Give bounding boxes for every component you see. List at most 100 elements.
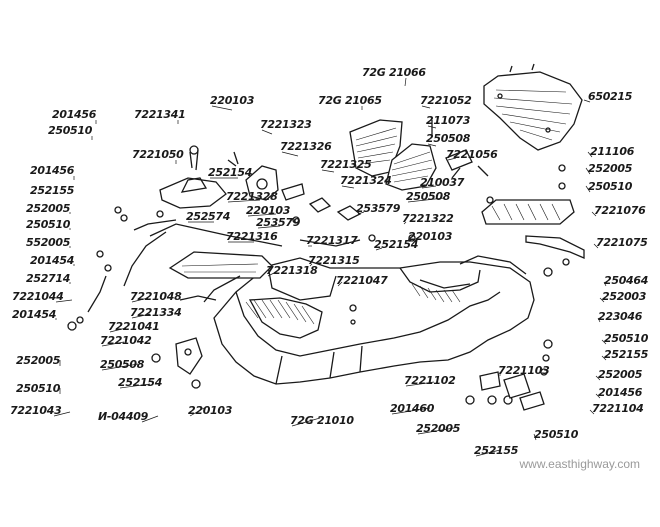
part-label-201454-b: 201454 bbox=[12, 308, 56, 321]
part-label-220103-c: 220103 bbox=[408, 230, 453, 243]
leader-7221052 bbox=[421, 105, 431, 109]
leader-726-21010 bbox=[291, 417, 321, 427]
leader-7221076 bbox=[591, 211, 597, 217]
leader-211073 bbox=[427, 125, 437, 129]
leader-220103-b bbox=[247, 213, 277, 217]
leader-7221318 bbox=[267, 271, 277, 277]
part-label-253579-b: 253579 bbox=[356, 202, 401, 215]
leader-7221075 bbox=[593, 243, 599, 249]
part-label-7221104: 7221104 bbox=[592, 402, 643, 415]
part-label-250510-a: 250510 bbox=[48, 124, 93, 137]
part-label-7221048: 7221048 bbox=[130, 290, 182, 303]
part-label-252154-c: 252154 bbox=[118, 376, 162, 389]
part-label-250508-b: 250508 bbox=[406, 190, 451, 203]
watermark: www.easthighway.com bbox=[519, 457, 641, 471]
leader-7221322 bbox=[403, 221, 407, 225]
part-label-7221047: 7221047 bbox=[336, 274, 388, 287]
leader-7221323 bbox=[261, 129, 273, 135]
part-label-7221324: 7221324 bbox=[340, 174, 391, 187]
part-label-250464: 250464 bbox=[604, 274, 648, 287]
leader-7221326 bbox=[281, 151, 299, 157]
lid-assembly bbox=[349, 119, 437, 191]
part-label-201460: 201460 bbox=[390, 402, 435, 415]
leader-7221047 bbox=[337, 281, 343, 287]
leader-И-04409 bbox=[141, 415, 159, 423]
part-label-201456-c: 201456 bbox=[598, 386, 643, 399]
part-label-250508-c: 250508 bbox=[100, 358, 145, 371]
part-label-220103-b: 220103 bbox=[246, 204, 291, 217]
part-label-252005-b: 252005 bbox=[26, 202, 71, 215]
leader-lines bbox=[53, 77, 607, 457]
leader-201460 bbox=[391, 407, 431, 415]
leader-211106 bbox=[587, 151, 593, 158]
part-label-252155-b: 252155 bbox=[604, 348, 649, 361]
part-label-7221050: 7221050 bbox=[132, 148, 184, 161]
leader-250508-c bbox=[101, 363, 139, 371]
part-label-7221326: 7221326 bbox=[280, 140, 332, 153]
part-label-7221316: 7221316 bbox=[226, 230, 278, 243]
leader-252155-c bbox=[475, 449, 501, 457]
leader-7221041 bbox=[109, 327, 127, 333]
part-label-7221322: 7221322 bbox=[402, 212, 454, 225]
leader-252005-e bbox=[417, 427, 455, 435]
leader-7221334 bbox=[131, 313, 151, 319]
leader-7221056 bbox=[447, 157, 457, 161]
part-label-7221328: 7221328 bbox=[226, 190, 278, 203]
leader-252154-b bbox=[375, 247, 383, 251]
leader-252003 bbox=[599, 297, 605, 303]
part-label-7221317: 7221317 bbox=[306, 234, 358, 247]
part-label-211106: 211106 bbox=[590, 145, 635, 158]
leader-253579-b bbox=[357, 211, 365, 215]
part-label-7221341: 7221341 bbox=[134, 108, 185, 121]
part-label-250508-a: 250508 bbox=[426, 132, 471, 145]
part-label-7221076: 7221076 bbox=[594, 204, 646, 217]
part-label-7221315: 7221315 bbox=[308, 254, 360, 267]
leader-250464 bbox=[603, 281, 607, 287]
part-label-252003: 252003 bbox=[602, 290, 647, 303]
leader-250510-b bbox=[585, 185, 591, 193]
leader-250510-f bbox=[533, 433, 537, 441]
leader-252005-a bbox=[585, 167, 591, 175]
part-label-250510-d: 250510 bbox=[604, 332, 649, 345]
leader-253579-a bbox=[257, 225, 281, 229]
console-body bbox=[213, 255, 535, 385]
leader-210037 bbox=[421, 185, 437, 189]
part-label-7221103: 7221103 bbox=[498, 364, 550, 377]
leader-650215 bbox=[583, 99, 591, 103]
leader-7221102 bbox=[405, 381, 435, 387]
leader-7221104 bbox=[589, 409, 595, 415]
part-label-7221075: 7221075 bbox=[596, 236, 648, 249]
part-label-201456-b: 201456 bbox=[30, 164, 75, 177]
part-label-250510-c: 250510 bbox=[26, 218, 71, 231]
part-label-726-21010: 72G 21010 bbox=[290, 414, 354, 427]
shift-boot-7221050 bbox=[159, 145, 227, 209]
part-label-252155-a: 252155 bbox=[30, 184, 75, 197]
leader-726-21066 bbox=[404, 77, 407, 87]
part-label-250510-e: 250510 bbox=[16, 382, 61, 395]
part-label-726-21066: 72G 21066 bbox=[362, 66, 426, 79]
part-label-7221043: 7221043 bbox=[10, 404, 62, 417]
part-label-252714: 252714 bbox=[26, 272, 70, 285]
part-label-7221052: 7221052 bbox=[420, 94, 472, 107]
part-label-И-04409: И-04409 bbox=[98, 410, 149, 423]
linkage-rods bbox=[87, 219, 361, 313]
leader-201456-c bbox=[595, 393, 601, 399]
leader-250510-d bbox=[601, 339, 607, 345]
step-plate-7221076 bbox=[481, 199, 575, 225]
part-label-252005-e: 252005 bbox=[416, 422, 461, 435]
part-label-252154-b: 252154 bbox=[374, 238, 418, 251]
fasteners bbox=[67, 120, 570, 411]
part-label-211073: 211073 bbox=[426, 114, 471, 127]
part-label-252005-d: 252005 bbox=[598, 368, 643, 381]
leader-220103-a bbox=[211, 105, 233, 111]
leader-7221048 bbox=[131, 297, 149, 303]
leader-250508-a bbox=[427, 143, 437, 147]
leader-223046 bbox=[597, 317, 601, 323]
part-label-7221102: 7221102 bbox=[404, 374, 456, 387]
part-label-7221325: 7221325 bbox=[320, 158, 372, 171]
lever-bracket bbox=[227, 151, 362, 221]
part-label-252154-a: 252154 bbox=[208, 166, 252, 179]
leader-252154-c bbox=[119, 383, 151, 389]
hinge-bracket-04409 bbox=[175, 337, 203, 375]
